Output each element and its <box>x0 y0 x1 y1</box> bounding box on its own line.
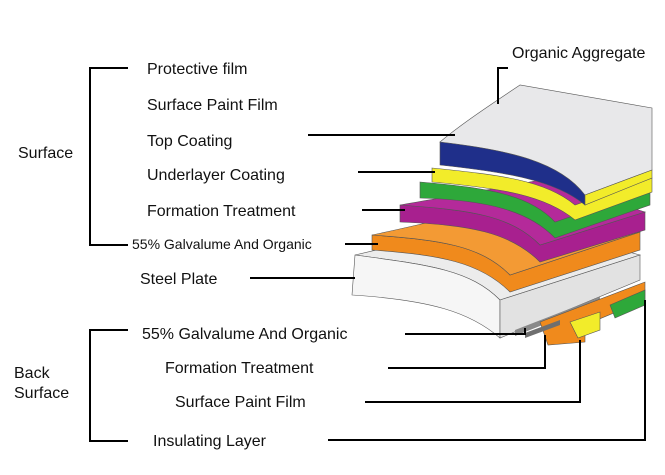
label-protective-film: Protective film <box>147 61 247 78</box>
leader-formation-treatment-back <box>388 335 546 369</box>
label-organic-aggregate: Organic Aggregate <box>512 45 646 62</box>
label-steel-plate: Steel Plate <box>140 271 217 288</box>
label-top-coating: Top Coating <box>147 133 232 150</box>
label-insulating-layer: Insulating Layer <box>153 433 267 450</box>
layer-top-coating <box>431 167 653 221</box>
layer-protective-film-side <box>584 169 653 206</box>
label-galvalume-back: 55% Galvalume And Organic <box>142 326 347 343</box>
surface-group-label: Surface <box>18 145 73 162</box>
surface-bracket <box>89 67 128 246</box>
steel-plate-side <box>499 254 641 339</box>
label-galvalume-top: 55% Galvalume And Organic <box>132 236 312 252</box>
leader-insulating-layer <box>328 300 646 441</box>
leader-surface-paint-film-back <box>365 340 581 403</box>
back-surface-bracket <box>89 329 128 442</box>
leader-organic-aggregate <box>497 67 508 104</box>
label-surface-paint-film-back: Surface Paint Film <box>175 394 306 411</box>
label-surface-paint-film: Surface Paint Film <box>147 97 278 114</box>
leader-galvalume-back <box>405 328 526 335</box>
label-underlayer-coating: Underlayer Coating <box>147 167 285 184</box>
back-surface-group-label-line2: Surface <box>14 385 69 402</box>
label-formation-treatment-back: Formation Treatment <box>165 360 314 377</box>
layer-stack-illustration <box>351 84 653 346</box>
back-layer-yellow <box>569 311 601 339</box>
layer-underlayer-coating <box>419 181 651 239</box>
back-surface-group-label-line1: Back <box>14 365 51 382</box>
label-formation-treatment: Formation Treatment <box>147 203 296 220</box>
back-layer-gray-2 <box>525 320 560 338</box>
